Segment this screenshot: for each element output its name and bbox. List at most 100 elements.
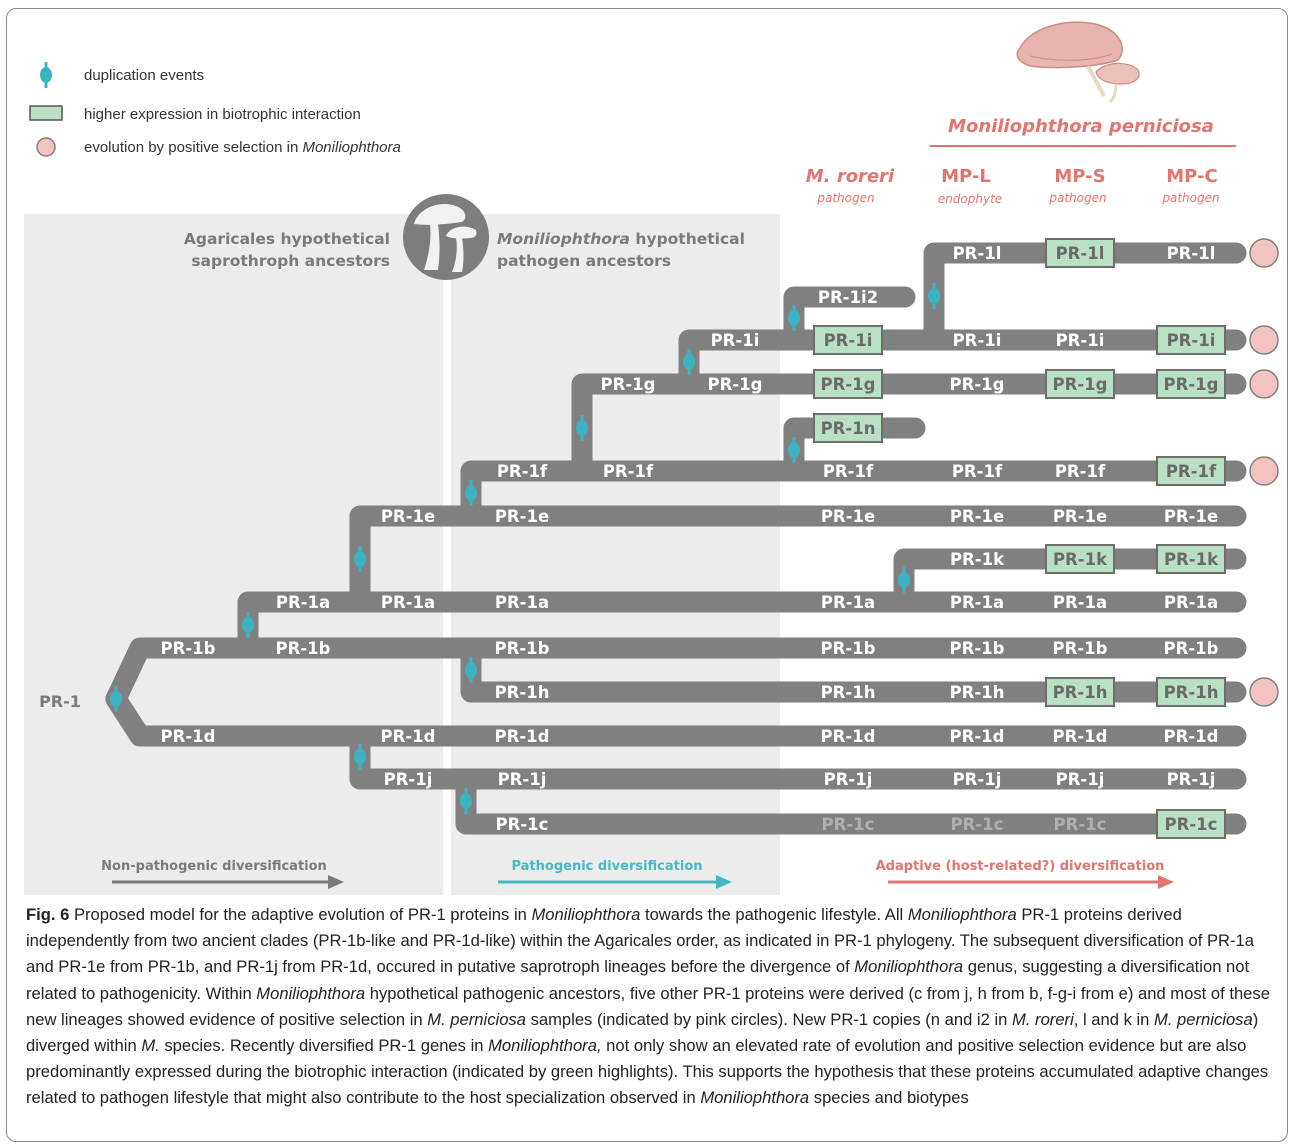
pr1-c-label-mps: PR-1c	[1054, 815, 1107, 834]
pr1-d-label-a2: PR-1d	[381, 727, 436, 746]
caption-text: Moniliophthora	[531, 905, 641, 924]
positive-selection-circle	[1249, 456, 1279, 486]
green-highlight-box	[1045, 238, 1115, 268]
pr1-d-label-mr: PR-1d	[821, 727, 876, 746]
caption-text: Moniliophthora	[700, 1088, 810, 1108]
m-roreri-header: M. roreri	[806, 166, 895, 187]
caption-text: Proposed model for the adaptive evolutio…	[69, 905, 532, 924]
pr1-j-label-mpc: PR-1j	[1167, 770, 1216, 789]
mp-c-header: MP-C	[1166, 166, 1217, 187]
green-highlight-box	[813, 413, 883, 443]
adaptive-label: Adaptive (host-related?) diversification	[876, 859, 1165, 874]
moniliophthora-ancestors-line1: Moniliophthora hypothetical	[497, 230, 745, 248]
pr1-h-label-mps: PR-1h	[1053, 683, 1108, 702]
duplication-event-icon	[465, 657, 477, 683]
positive-selection-circle	[1249, 238, 1279, 268]
pr1-e-label-a3: PR-1e	[495, 507, 549, 526]
pr1-d-label-mps: PR-1d	[1053, 727, 1108, 746]
duplication-event-icon	[788, 305, 800, 331]
duplication-event-icon	[928, 283, 940, 309]
pr1-i-label-b3: PR-1i	[711, 331, 760, 350]
caption-text: towards the pathogenic lifestyle. All	[640, 905, 908, 924]
pr1-d-label-mpc: PR-1d	[1164, 727, 1219, 746]
pr1-f-label-a3: PR-1f	[497, 462, 548, 481]
green-highlight-icon	[29, 105, 63, 121]
legend-selection-label: evolution by positive selection in Monil…	[84, 139, 401, 156]
pr1-g-label-mpl: PR-1g	[950, 375, 1005, 394]
pr1-f-label-mps: PR-1f	[1055, 462, 1106, 481]
pr1-g-label-mpc: PR-1g	[1164, 375, 1219, 394]
pr1-h-label-mr: PR-1h	[821, 683, 876, 702]
pr1-g-label-mr: PR-1g	[821, 375, 876, 394]
ancestor-mushroom-icon	[403, 194, 489, 280]
legend-expression-label: higher expression in biotrophic interact…	[84, 106, 361, 123]
pr1-f-label-mr: PR-1f	[823, 462, 874, 481]
pr1-a-label-mpc: PR-1a	[1164, 593, 1218, 612]
pr1-d-label-mpl: PR-1d	[950, 727, 1005, 746]
pr1-c-label-a3: PR-1c	[496, 815, 549, 834]
caption-text: species and biotypes	[809, 1088, 969, 1108]
pr1-f-label-mpc: PR-1f	[1166, 462, 1217, 481]
pr1-i-label-mpl: PR-1i	[953, 331, 1002, 350]
pr1-k-label-mpl: PR-1k	[950, 550, 1005, 569]
green-highlight-box	[1156, 456, 1226, 486]
branch-pr1g	[571, 373, 1247, 482]
caption-text: Moniliophthora,	[488, 1036, 602, 1056]
pr1-i-label-mr: PR-1i	[824, 331, 873, 350]
pr1-b-label-mr: PR-1b	[821, 639, 876, 658]
moniliophthora-mushroom-icon	[1016, 21, 1140, 104]
pr1-b-label-a0: PR-1b	[161, 639, 216, 658]
duplication-event-icon	[354, 744, 366, 770]
pr1-l-label-mpl: PR-1l	[953, 244, 1002, 263]
mp-s-lifestyle: pathogen	[1048, 191, 1106, 205]
green-highlight-box	[1156, 544, 1226, 574]
pr1-d-label-a3: PR-1d	[495, 727, 550, 746]
green-highlight-box	[813, 325, 883, 355]
pr1-evolution-diagram: duplication events higher expression in …	[24, 21, 1279, 895]
green-highlight-box	[1045, 544, 1115, 574]
pr1-i2-label-mr: PR-1i2	[818, 288, 878, 307]
positive-selection-circle	[1249, 325, 1279, 355]
mp-l-header: MP-L	[941, 166, 991, 187]
pr1-j-label-a2: PR-1j	[384, 770, 433, 789]
legend-duplication-label: duplication events	[84, 67, 204, 84]
pr1-l-label-mpc: PR-1l	[1167, 244, 1216, 263]
mp-s-header: MP-S	[1054, 166, 1105, 187]
caption-text: samples (indicated by pink circles). New…	[525, 1009, 1012, 1029]
positive-selection-circle	[1249, 677, 1279, 707]
pr1-a-label-a1: PR-1a	[276, 593, 330, 612]
agaricales-header-line1: Agaricales hypothetical	[184, 230, 390, 248]
caption-text: M.	[141, 1036, 160, 1056]
pr1-g-label-b2: PR-1g	[601, 375, 656, 394]
non-pathogenic-label: Non-pathogenic diversification	[101, 859, 327, 874]
root-pr1-label: PR-1	[39, 692, 81, 711]
caption-figure-label: Fig. 6	[26, 905, 70, 924]
branch-pr1l	[923, 242, 1247, 351]
pr1-g-label-b3: PR-1g	[708, 375, 763, 394]
pr1-a-label-a3: PR-1a	[495, 593, 549, 612]
pr1-f-label-mpl: PR-1f	[952, 462, 1003, 481]
caption-text: M. perniciosa	[427, 1009, 526, 1029]
pr1-h-label-mpc: PR-1h	[1164, 683, 1219, 702]
m-roreri-lifestyle: pathogen	[816, 191, 874, 205]
caption-text: PR-1 proteins derived independently from…	[26, 905, 1254, 977]
pr1-j-label-a3: PR-1j	[498, 770, 547, 789]
pr1-c-label-mr: PR-1c	[822, 815, 875, 834]
duplication-event-icon	[110, 686, 122, 712]
pr1-a-label-mr: PR-1a	[821, 593, 875, 612]
pr1-e-label-mpc: PR-1e	[1164, 507, 1218, 526]
figure-frame	[6, 8, 1288, 1142]
duplication-event-icon	[898, 567, 910, 593]
pathogenic-arrow	[498, 875, 732, 889]
legend: duplication events higher expression in …	[29, 62, 401, 157]
positive-selection-circle	[1249, 369, 1279, 399]
pr1-e-label-mps: PR-1e	[1053, 507, 1107, 526]
lineage-tree	[105, 242, 1247, 835]
pr1-n-label-mr: PR-1n	[821, 419, 876, 438]
green-highlight-box	[1045, 677, 1115, 707]
green-highlight-box	[813, 369, 883, 399]
duplication-icon	[40, 62, 52, 88]
pr1-c-label-mpl: PR-1c	[951, 815, 1004, 834]
pr1-j-label-mpl: PR-1j	[953, 770, 1002, 789]
green-highlight-box	[1045, 369, 1115, 399]
